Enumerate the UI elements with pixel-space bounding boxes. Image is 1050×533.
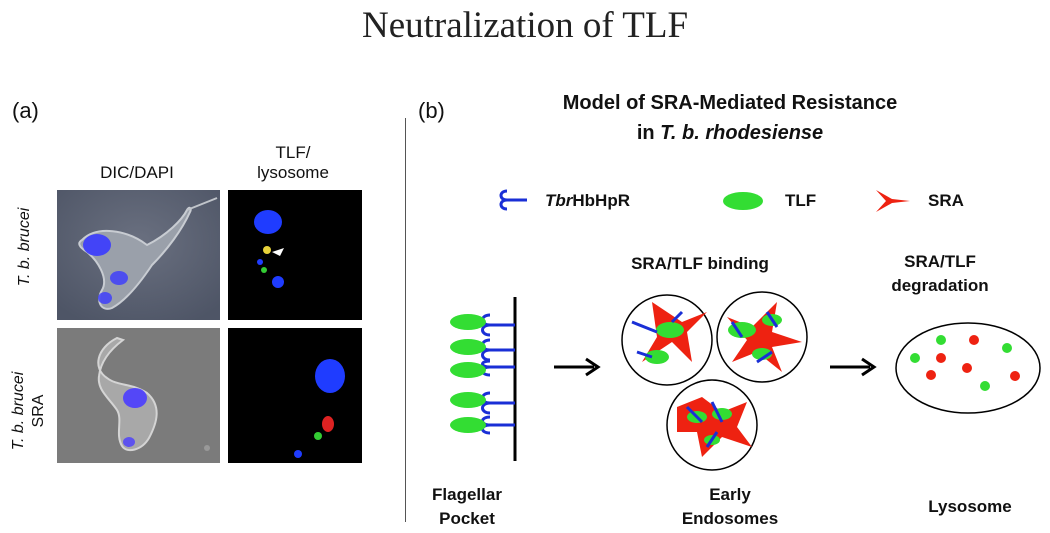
col-header-line1: TLF/ [275,143,311,162]
endosome-3 [666,379,758,471]
row-label-brucei-sra-text: T. b. brucei [10,371,27,451]
col-header-dic-dapi: DIC/DAPI [100,163,174,182]
legend-tlf: TLF [785,191,817,210]
receptor-tlf-group [450,313,515,435]
stage-degradation-line2: degradation [891,276,989,295]
model-title-line2: in T. b. rhodesiense [440,118,1020,148]
legend-receptor: TbrHbHpR [545,191,630,211]
stage-degradation-line1: SRA/TLF [904,252,976,271]
tlf-icon [723,192,763,210]
label-early-endosomes: Early Endosomes [665,483,795,531]
model-title-line1: Model of SRA-Mediated Resistance [562,92,898,114]
row-label-sra-text: SRA [30,394,47,428]
label-early-line2: Endosomes [681,509,779,528]
lysosome-diagram [895,322,1041,414]
legend-sra: SRA [928,191,964,210]
arrow-right-icon-2 [830,357,877,377]
micrograph-fluor-brucei-image [228,190,362,320]
micrograph-dic-brucei [57,190,220,320]
stage-binding-title: SRA/TLF binding [631,254,769,273]
stage-degradation-title: SRA/TLF degradation [880,250,1000,298]
endosome-2 [716,291,808,383]
early-endosomes-diagram [621,291,808,471]
micrograph-dic-brucei-sra-image [57,328,220,463]
arrow-right-icon [554,357,601,377]
micrograph-fluor-brucei-sra-image [228,328,362,463]
model-title-organism: T. b. rhodesiense [660,122,824,144]
col-header-tlf-lysosome: TLF/ lysosome [225,143,361,183]
model-title-prefix: in [636,122,661,144]
flagellar-pocket-diagram [450,297,517,461]
legend-receptor-prefix: Tbr [545,191,573,210]
micrograph-fluor-brucei-sra [228,328,362,463]
panel-divider [405,118,406,522]
panel-b-label: (b) [418,98,445,123]
label-flagellar-line2: Pocket [439,509,495,528]
label-lysosome: Lysosome [928,497,1012,516]
legend-receptor-suffix: HbHpR [572,191,630,210]
micrograph-dic-brucei-image [57,190,220,320]
micrograph-dic-brucei-sra [57,328,220,463]
micrograph-fluor-brucei [228,190,362,320]
figure-title: Neutralization of TLF [361,5,689,46]
endosome-1 [621,294,713,386]
label-flagellar-pocket: Flagellar Pocket [412,483,522,531]
model-title: Model of SRA-Mediated Resistance in T. b… [440,88,1020,148]
label-flagellar-line1: Flagellar [432,485,502,504]
row-label-brucei: T. b. brucei [16,187,36,307]
row-label-brucei-text: T. b. brucei [16,207,33,287]
receptor-icon [499,189,527,211]
panel-a-label: (a) [12,98,39,123]
col-header-line2: lysosome [257,163,329,182]
sra-icon [876,190,910,212]
label-early-line1: Early [709,485,751,504]
row-label-brucei-sra: T. b. brucei SRA [9,341,51,481]
